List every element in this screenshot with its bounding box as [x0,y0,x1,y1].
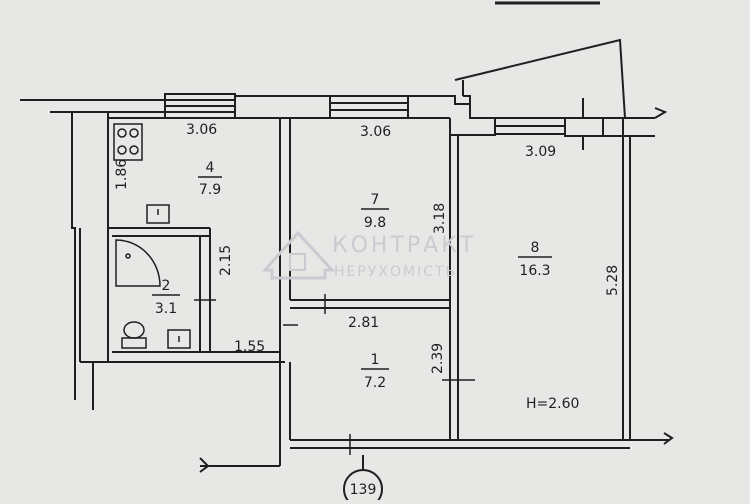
dimension-label: 3.18 [432,203,448,234]
room-label-1: 1 7.2 [361,352,389,391]
dimension-label: 1.55 [234,339,265,355]
dimension-label: 3.06 [186,122,217,138]
shower-tray-icon [115,239,161,287]
watermark: КОНТРАКТ НЕРУХОМІСТЬ [261,230,476,280]
room-area: 7.9 [199,182,221,198]
sink-icon [146,204,170,224]
room-number: 2 [162,278,171,294]
exterior-wall-left [20,99,165,410]
exterior-wall-bottom [95,361,630,473]
washbasin-icon [167,329,191,349]
room-number: 8 [531,240,540,256]
dimension-label: 3.09 [525,144,556,160]
room-label-4: 4 7.9 [198,160,222,198]
room-area: 7.2 [364,375,386,391]
exterior-wall-top [108,93,655,150]
room-area: 3.1 [155,301,177,317]
interior-walls [112,118,459,440]
room-area: 9.8 [364,215,386,231]
watermark-title: КОНТРАКТ [332,233,476,258]
door-marks [194,294,475,455]
dimension-label: 5.28 [605,265,621,296]
room-label-7: 7 9.8 [361,192,389,231]
stove-icon [113,123,143,161]
room-label-2: 2 3.1 [152,278,180,317]
ceiling-height-label: H=2.60 [526,396,579,412]
exterior-wall-right [622,107,674,445]
room-number: 7 [371,192,380,208]
dimension-label: 2.39 [430,343,446,374]
room-number: 4 [206,160,215,176]
room-number: 1 [371,352,380,368]
dimension-label: 2.15 [218,245,234,276]
dimension-labels: 3.06 3.06 3.09 1.86 3.18 5.28 2.15 2.81 … [114,122,621,374]
room-area: 16.3 [519,263,550,279]
house-logo-icon [261,230,336,280]
dimension-label: 1.86 [114,159,130,190]
balcony [454,38,626,119]
plan-number: 139 [350,482,377,498]
dimension-label: 3.06 [360,124,391,140]
room-label-8: 8 16.3 [518,240,552,279]
toilet-icon [121,321,147,349]
watermark-subtitle: НЕРУХОМІСТЬ [334,264,457,280]
dimension-label: 2.81 [348,315,379,331]
